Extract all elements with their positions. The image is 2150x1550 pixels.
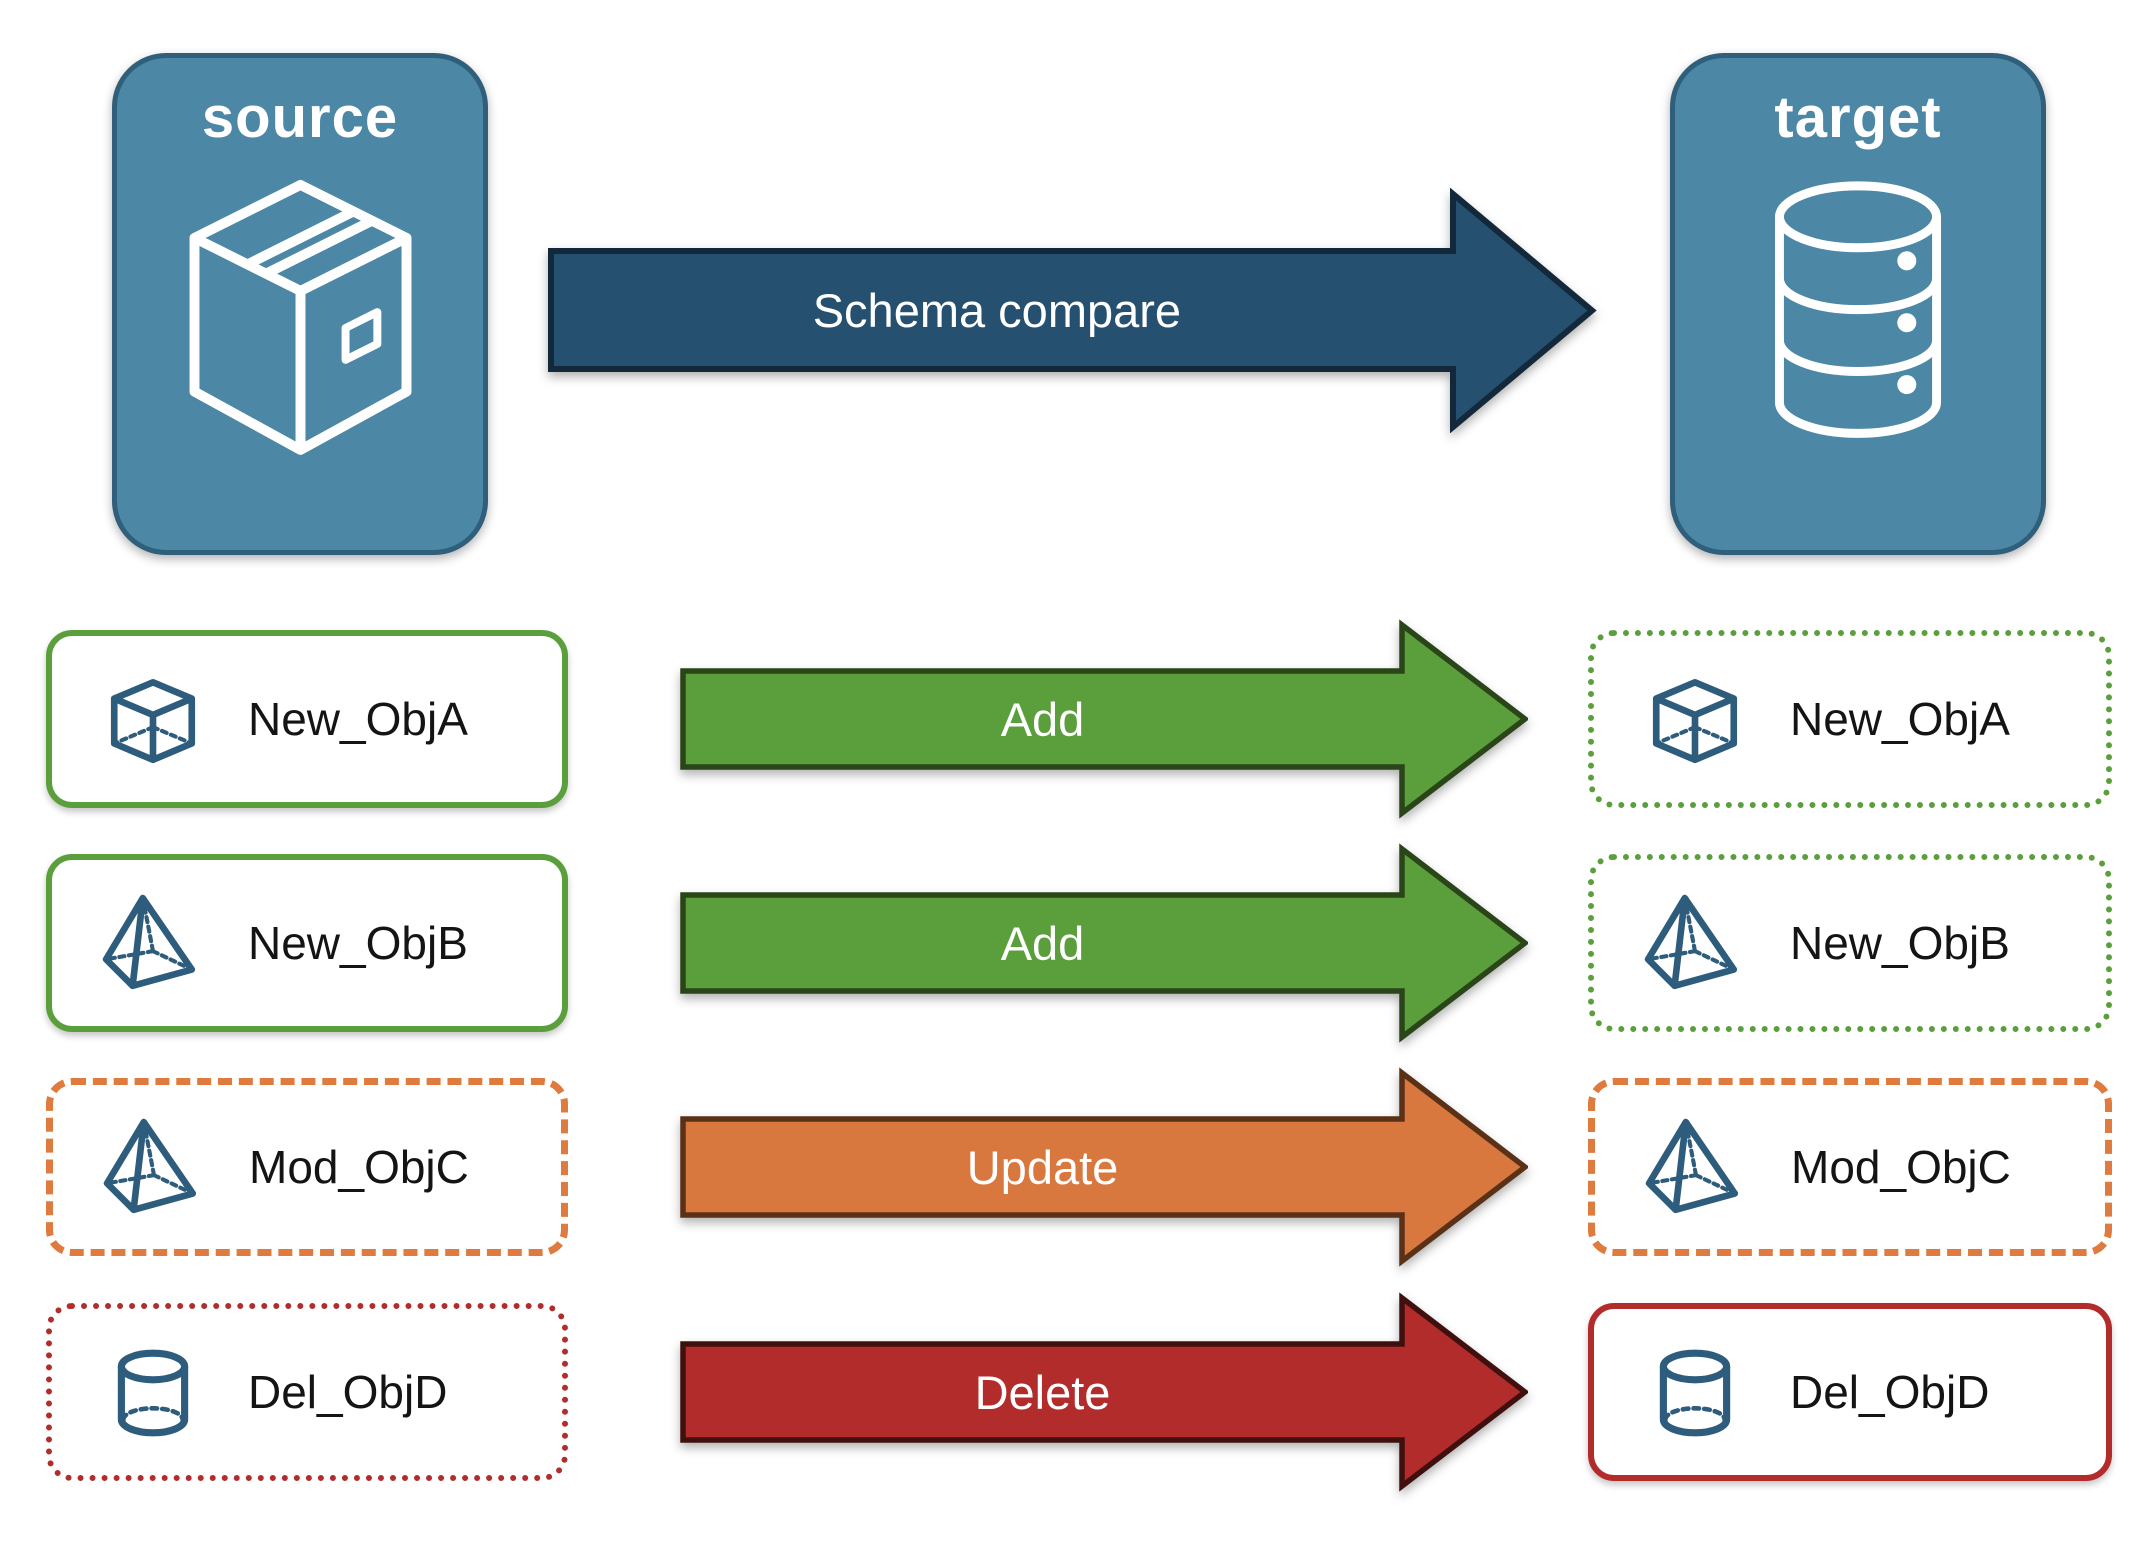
target-item-new-objb: New_ObjB bbox=[1588, 854, 2112, 1032]
schema-compare-label: Schema compare bbox=[812, 284, 1182, 337]
cylinder-icon bbox=[102, 1341, 204, 1443]
add-arrow-label: Add bbox=[1000, 916, 1085, 970]
object-label: New_ObjA bbox=[1790, 693, 2010, 745]
source-item-del-objd: Del_ObjD bbox=[46, 1303, 568, 1481]
target-item-new-obja: New_ObjA bbox=[1588, 630, 2112, 808]
object-label: New_ObjA bbox=[248, 693, 468, 745]
cube-icon bbox=[1644, 668, 1746, 770]
add-arrow-label: Add bbox=[1000, 692, 1085, 746]
object-label: Mod_ObjC bbox=[249, 1141, 469, 1193]
pyramid-icon bbox=[102, 892, 204, 994]
add-arrow-row1: Add bbox=[680, 619, 1528, 819]
add-arrow-shape bbox=[680, 619, 1528, 819]
target-node: target bbox=[1670, 53, 2046, 555]
target-title: target bbox=[1774, 85, 1942, 150]
object-label: New_ObjB bbox=[1790, 917, 2010, 969]
schema-compare-arrow: Schema compare bbox=[548, 188, 1598, 433]
source-item-new-objb: New_ObjB bbox=[46, 854, 568, 1032]
delete-arrow-label: Delete bbox=[974, 1365, 1111, 1419]
pyramid-icon bbox=[1645, 1116, 1747, 1218]
source-item-new-obja: New_ObjA bbox=[46, 630, 568, 808]
update-arrow-shape bbox=[680, 1067, 1528, 1267]
delete-arrow-row4: Delete bbox=[680, 1292, 1528, 1492]
target-item-mod-objc: Mod_ObjC bbox=[1588, 1078, 2112, 1256]
object-label: Del_ObjD bbox=[248, 1366, 448, 1418]
update-arrow-row3: Update bbox=[680, 1067, 1528, 1267]
update-arrow-label: Update bbox=[966, 1140, 1119, 1194]
add-arrow-row2: Add bbox=[680, 843, 1528, 1043]
pyramid-icon bbox=[103, 1116, 205, 1218]
object-label: Del_ObjD bbox=[1790, 1366, 1990, 1418]
add-arrow-shape bbox=[680, 843, 1528, 1043]
object-label: New_ObjB bbox=[248, 917, 468, 969]
target-item-del-objd: Del_ObjD bbox=[1588, 1303, 2112, 1481]
cube-icon bbox=[102, 668, 204, 770]
delete-arrow-shape bbox=[680, 1292, 1528, 1492]
schema-compare-arrow-shape bbox=[548, 188, 1597, 433]
pyramid-icon bbox=[1644, 892, 1746, 994]
source-item-mod-objc: Mod_ObjC bbox=[46, 1078, 568, 1256]
database-icon bbox=[1739, 169, 1977, 455]
source-title: source bbox=[201, 85, 399, 150]
package-icon bbox=[168, 169, 433, 487]
object-label: Mod_ObjC bbox=[1791, 1141, 2011, 1193]
cylinder-icon bbox=[1644, 1341, 1746, 1443]
source-node: source bbox=[112, 53, 488, 555]
